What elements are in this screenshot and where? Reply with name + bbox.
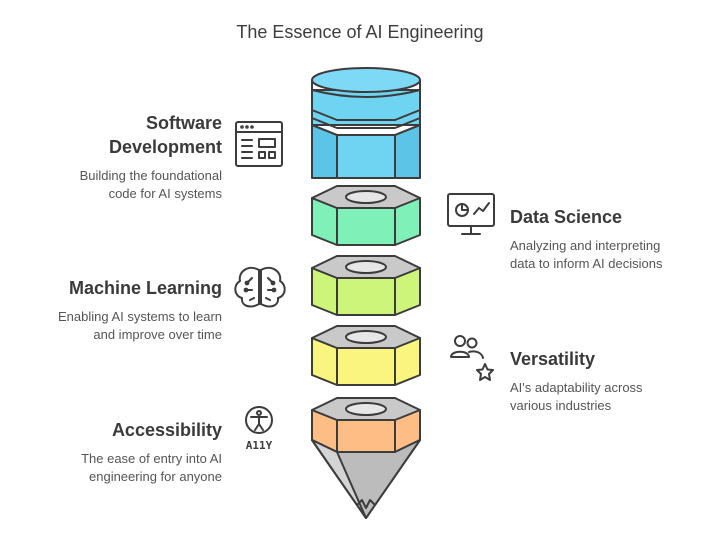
machine-learning-heading: Machine Learning xyxy=(68,278,222,298)
accessibility-label: Accessibility The ease of entry into AI … xyxy=(81,418,222,486)
segment-machine-learning xyxy=(311,255,421,316)
a11y-icon-text: A11Y xyxy=(246,439,273,452)
brain-circuit-icon xyxy=(234,266,286,308)
segment-software-development xyxy=(311,67,421,179)
data-science-label: Data Science Analyzing and interpreting … xyxy=(510,205,662,273)
monitor-chart-icon xyxy=(447,193,495,235)
accessibility-heading: Accessibility xyxy=(111,420,222,440)
software-development-heading: Software Development xyxy=(108,113,222,157)
machine-learning-label: Machine Learning Enabling AI systems to … xyxy=(58,276,222,344)
diagram-title: The Essence of AI Engineering xyxy=(236,22,484,42)
machine-learning-description: Enabling AI systems to learn and improve… xyxy=(57,309,222,342)
segment-accessibility xyxy=(311,397,421,519)
accessibility-description: The ease of entry into AI engineering fo… xyxy=(81,451,222,484)
a11y-icon xyxy=(245,406,273,434)
versatility-heading: Versatility xyxy=(510,349,596,369)
data-science-description: Analyzing and interpreting data to infor… xyxy=(510,238,663,271)
code-window-icon xyxy=(235,121,283,167)
segment-data-science xyxy=(311,185,421,246)
people-star-icon xyxy=(450,335,494,381)
software-development-description: Building the foundational code for AI sy… xyxy=(79,168,222,201)
data-science-heading: Data Science xyxy=(510,207,623,227)
segment-versatility xyxy=(311,325,421,386)
versatility-description: AI's adaptability across various industr… xyxy=(510,380,643,413)
software-development-label: Software Development Building the founda… xyxy=(80,111,222,203)
versatility-label: Versatility AI's adaptability across var… xyxy=(510,347,643,415)
